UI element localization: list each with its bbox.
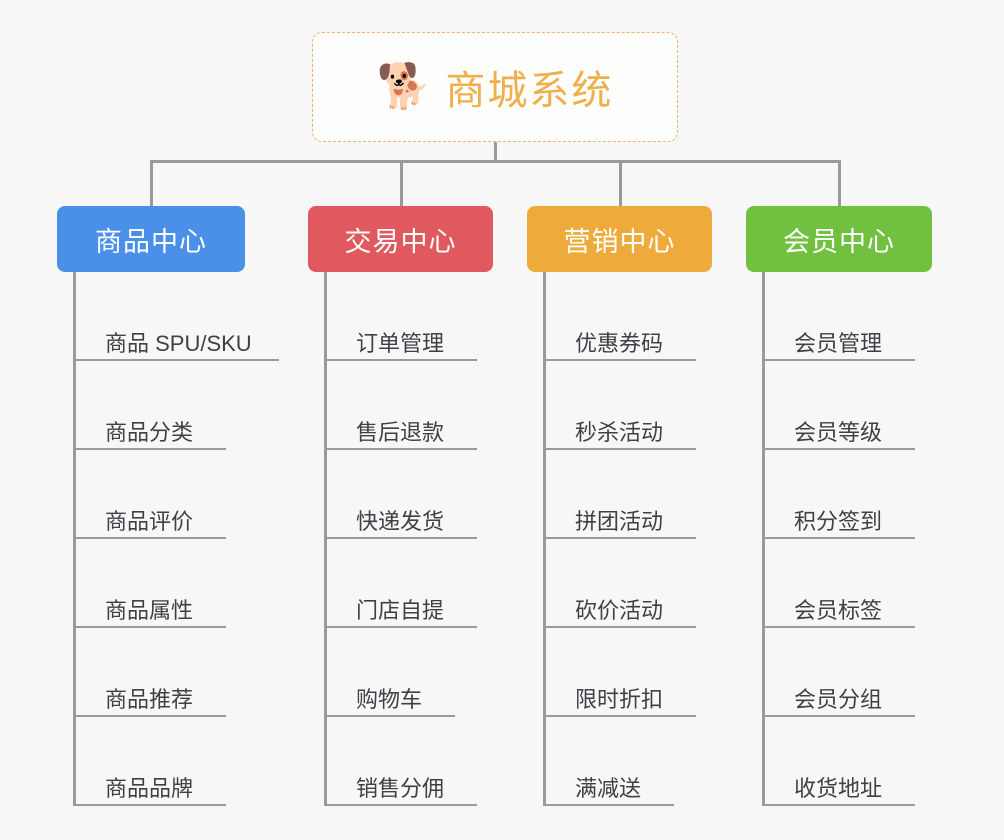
leaf-item[interactable]: 售后退款 xyxy=(324,361,517,450)
leaf-item-underline xyxy=(324,626,477,628)
leaf-item[interactable]: 商品 SPU/SKU xyxy=(73,272,319,361)
leaf-column-spine xyxy=(73,272,76,806)
leaf-item[interactable]: 商品属性 xyxy=(73,539,266,628)
leaf-item-underline xyxy=(73,537,226,539)
category-connector-drop-2 xyxy=(400,160,403,206)
leaf-item-underline xyxy=(73,359,279,361)
leaf-item-label: 会员标签 xyxy=(794,598,883,623)
leaf-item-underline xyxy=(324,448,477,450)
leaf-item-underline xyxy=(324,537,477,539)
leaf-item-label: 会员管理 xyxy=(794,331,883,356)
category-connector-drop-3 xyxy=(619,160,622,206)
leaf-item-label: 限时折扣 xyxy=(575,687,664,712)
leaf-item[interactable]: 会员分组 xyxy=(762,628,955,717)
leaf-item-underline xyxy=(762,537,915,539)
leaf-item[interactable]: 满减送 xyxy=(543,717,714,806)
category-label: 会员中心 xyxy=(783,226,895,257)
leaf-item[interactable]: 快递发货 xyxy=(324,450,517,539)
leaf-item-label: 门店自提 xyxy=(356,598,445,623)
category-box-2[interactable]: 交易中心 xyxy=(308,206,493,272)
category-box-4[interactable]: 会员中心 xyxy=(746,206,932,272)
leaf-item-underline xyxy=(324,715,455,717)
leaf-item-underline xyxy=(762,448,915,450)
leaf-item[interactable]: 秒杀活动 xyxy=(543,361,736,450)
leaf-item-underline xyxy=(324,804,477,806)
leaf-item-underline xyxy=(762,626,915,628)
leaf-item-label: 快递发货 xyxy=(356,509,445,534)
leaf-item-underline xyxy=(73,448,226,450)
leaf-item-label: 会员等级 xyxy=(794,420,883,445)
leaf-item-label: 商品 SPU/SKU xyxy=(105,331,252,356)
leaf-item-label: 商品属性 xyxy=(105,598,194,623)
leaf-item-underline xyxy=(543,715,696,717)
leaf-column-spine xyxy=(543,272,546,806)
leaf-item-underline xyxy=(543,537,696,539)
leaf-item-label: 优惠券码 xyxy=(575,331,664,356)
leaf-item-label: 购物车 xyxy=(356,687,423,712)
leaf-item-underline xyxy=(73,715,226,717)
root-connector-stem xyxy=(494,142,497,162)
leaf-item-underline xyxy=(543,626,696,628)
leaf-item-label: 商品推荐 xyxy=(105,687,194,712)
leaf-item-label: 满减送 xyxy=(575,776,642,801)
leaf-item-label: 积分签到 xyxy=(794,509,883,534)
leaf-item[interactable]: 商品品牌 xyxy=(73,717,266,806)
leaf-item-underline xyxy=(73,626,226,628)
leaf-item-label: 售后退款 xyxy=(356,420,445,445)
root-title: 商城系统 xyxy=(445,69,614,113)
category-label: 营销中心 xyxy=(563,226,676,257)
leaf-item-label: 秒杀活动 xyxy=(575,420,664,445)
leaf-item-label: 拼团活动 xyxy=(575,509,664,534)
leaf-item[interactable]: 砍价活动 xyxy=(543,539,736,628)
leaf-item-underline xyxy=(543,448,696,450)
leaf-item[interactable]: 门店自提 xyxy=(324,539,517,628)
leaf-item[interactable]: 会员等级 xyxy=(762,361,955,450)
leaf-item-label: 商品评价 xyxy=(105,509,194,534)
shiba-dog-face-icon: 🐕 xyxy=(376,61,432,112)
leaf-item[interactable]: 积分签到 xyxy=(762,450,955,539)
leaf-item-underline xyxy=(762,715,915,717)
leaf-item-label: 订单管理 xyxy=(356,331,445,356)
leaf-item[interactable]: 拼团活动 xyxy=(543,450,736,539)
leaf-item[interactable]: 商品分类 xyxy=(73,361,266,450)
leaf-item-label: 销售分佣 xyxy=(356,776,445,801)
leaf-item-label: 商品品牌 xyxy=(105,776,194,801)
leaf-item-underline xyxy=(762,804,915,806)
leaf-item-label: 商品分类 xyxy=(105,420,194,445)
root-node-content: 🐕 商城系统 xyxy=(377,58,614,116)
leaf-item-underline xyxy=(324,359,477,361)
category-box-1[interactable]: 商品中心 xyxy=(57,206,245,272)
leaf-item-label: 砍价活动 xyxy=(575,598,664,623)
category-connector-drop-1 xyxy=(150,160,153,206)
leaf-item[interactable]: 优惠券码 xyxy=(543,272,736,361)
leaf-item[interactable]: 商品评价 xyxy=(73,450,266,539)
leaf-item-label: 会员分组 xyxy=(794,687,883,712)
category-connector-drop-4 xyxy=(838,160,841,206)
leaf-item-underline xyxy=(762,359,915,361)
root-connector-bar xyxy=(150,160,839,163)
leaf-item[interactable]: 销售分佣 xyxy=(324,717,517,806)
leaf-item[interactable]: 会员管理 xyxy=(762,272,955,361)
category-label: 商品中心 xyxy=(95,226,207,257)
leaf-item[interactable]: 订单管理 xyxy=(324,272,517,361)
category-box-3[interactable]: 营销中心 xyxy=(527,206,712,272)
leaf-item[interactable]: 购物车 xyxy=(324,628,495,717)
root-node[interactable]: 🐕 商城系统 xyxy=(312,32,678,142)
category-label: 交易中心 xyxy=(344,226,457,257)
leaf-item-underline xyxy=(543,804,674,806)
leaf-item[interactable]: 限时折扣 xyxy=(543,628,736,717)
leaf-column-spine xyxy=(762,272,765,806)
leaf-column-spine xyxy=(324,272,327,806)
leaf-item-label: 收货地址 xyxy=(794,776,883,801)
leaf-item-underline xyxy=(543,359,696,361)
leaf-item[interactable]: 会员标签 xyxy=(762,539,955,628)
leaf-item[interactable]: 收货地址 xyxy=(762,717,955,806)
leaf-item-underline xyxy=(73,804,226,806)
leaf-item[interactable]: 商品推荐 xyxy=(73,628,266,717)
